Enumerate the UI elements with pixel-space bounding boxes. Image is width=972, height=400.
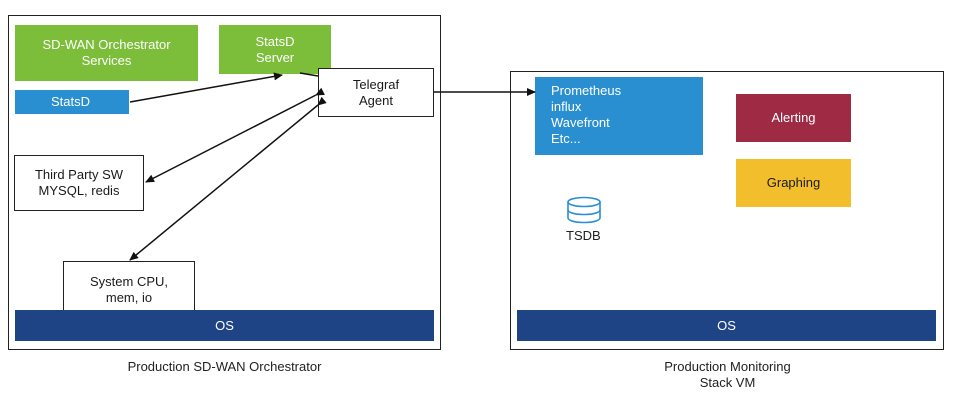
telegraf-to-statsd-server-arrow xyxy=(299,72,319,77)
orchestrator-services-box: SD-WAN Orchestrator Services xyxy=(15,25,198,81)
alerting-box: Alerting xyxy=(736,94,851,142)
telegraf-agent-box: Telegraf Agent xyxy=(318,68,434,117)
statsd-box: StatsD xyxy=(15,90,129,114)
system-cpu-box: System CPU, mem, io xyxy=(63,261,195,318)
right-panel-caption: Production Monitoring Stack VM xyxy=(664,359,791,390)
telegraf-third-party-arrow xyxy=(145,87,325,183)
telegraf-system-cpu-arrow xyxy=(129,96,327,261)
graphing-box: Graphing xyxy=(736,159,851,207)
statsd-to-server-arrow xyxy=(129,72,283,103)
tsdb-label: TSDB xyxy=(566,228,601,243)
tsdb-backends-box: Prometheus influx Wavefront Etc... xyxy=(535,77,703,155)
left-os-bar: OS xyxy=(15,310,434,341)
right-os-bar: OS xyxy=(517,310,936,341)
database-icon xyxy=(567,196,601,224)
left-panel-caption: Production SD-WAN Orchestrator xyxy=(127,359,322,374)
statsd-server-box: StatsD Server xyxy=(219,25,331,74)
third-party-sw-box: Third Party SW MYSQL, redis xyxy=(14,155,144,211)
